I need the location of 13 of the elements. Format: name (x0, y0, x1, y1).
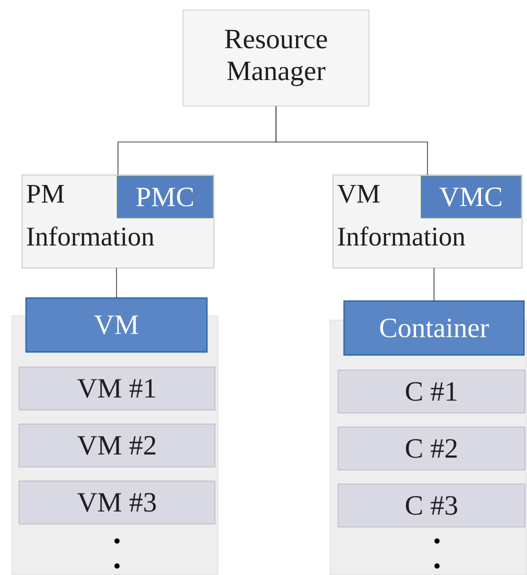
list-item-box: C #1 (338, 370, 526, 414)
connector-line (116, 268, 117, 298)
list-item-box: VM #2 (18, 424, 216, 468)
list-item-box: VM #1 (18, 366, 216, 410)
label-box: PMC (116, 176, 214, 218)
label-box: VMC (420, 176, 522, 218)
manager-box: Resource Manager (182, 10, 370, 106)
list-item-box: C #3 (338, 484, 526, 528)
header-box: Container (343, 300, 525, 356)
connector-line (276, 106, 428, 176)
list-item-box: VM #3 (18, 480, 216, 524)
list-item-box: C #2 (338, 426, 526, 470)
header-box: VM (25, 297, 208, 353)
